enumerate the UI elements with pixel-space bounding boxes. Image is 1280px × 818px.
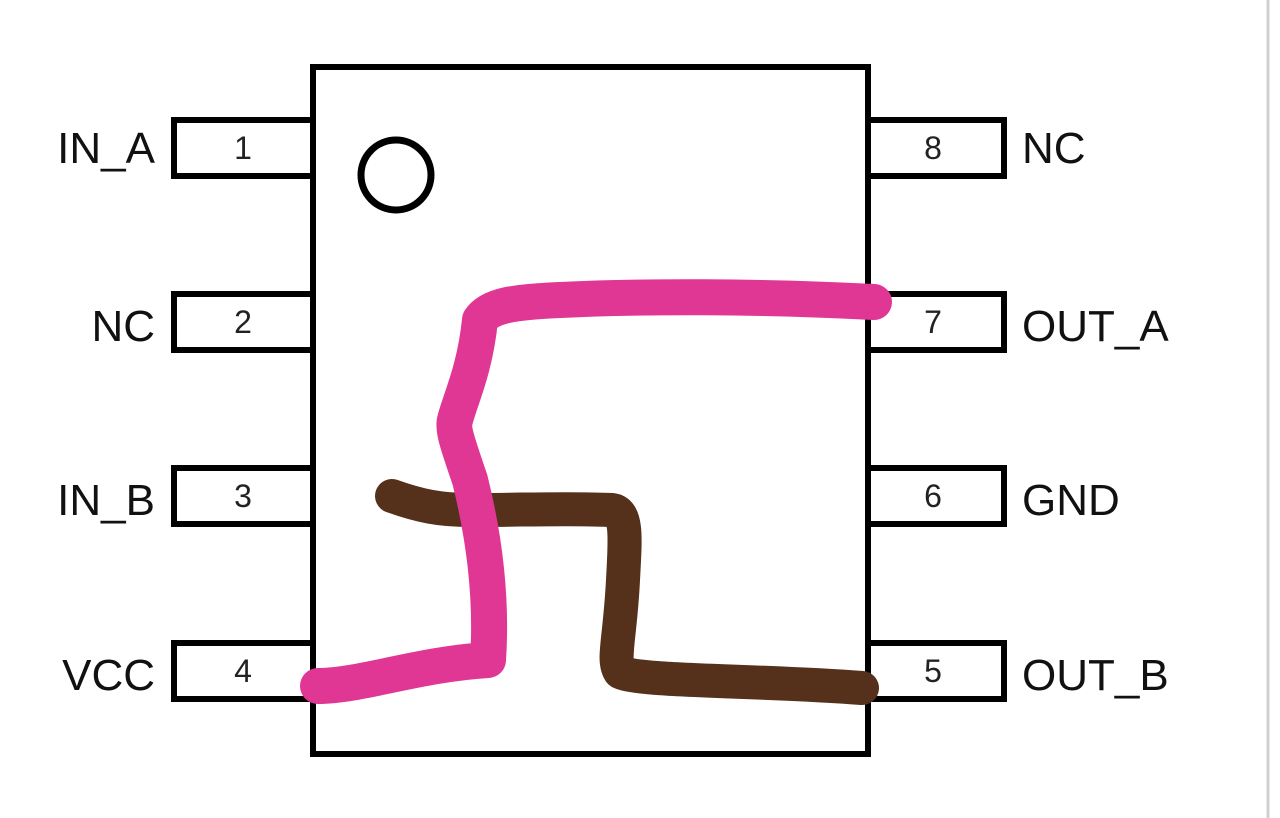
pin-6-name: GND (1022, 476, 1120, 525)
pin-8-number: 8 (924, 130, 942, 166)
pin-1-name: IN_A (57, 124, 155, 173)
pin-4-name: VCC (62, 651, 155, 700)
pin-6: 6 GND (865, 465, 1120, 527)
pin-2-lead (171, 291, 316, 353)
pin-5-number: 5 (924, 653, 942, 689)
pin-8-name: NC (1022, 124, 1086, 173)
pin-3: 3 IN_B (57, 465, 316, 527)
pin-7: 7 OUT_A (865, 291, 1169, 353)
pin-3-name: IN_B (57, 476, 155, 525)
pin-6-number: 6 (924, 478, 942, 514)
pin-5: 5 OUT_B (865, 640, 1169, 702)
pin1-marker-circle (357, 136, 435, 214)
pin-2: 2 NC (91, 291, 316, 353)
pin-1-number: 1 (234, 130, 252, 166)
pin-2-name: NC (91, 302, 155, 351)
pin-3-number: 3 (234, 478, 252, 514)
pin-8-lead (865, 117, 1007, 179)
pin-1: 1 IN_A (57, 117, 316, 179)
pin-5-name: OUT_B (1022, 651, 1169, 700)
pin-4-number: 4 (234, 653, 252, 689)
pink-wire-vcc-to-out-a (300, 279, 892, 704)
pin-2-number: 2 (234, 304, 252, 340)
pin-3-lead (171, 465, 316, 527)
pin-4: 4 VCC (62, 640, 316, 702)
pin-6-lead (865, 465, 1007, 527)
pin-1-lead (171, 117, 316, 179)
pin-7-number: 7 (924, 304, 942, 340)
pin-7-name: OUT_A (1022, 302, 1169, 351)
pin-5-lead (865, 640, 1007, 702)
pin-8: 8 NC (865, 117, 1086, 179)
ic-body (310, 64, 871, 757)
